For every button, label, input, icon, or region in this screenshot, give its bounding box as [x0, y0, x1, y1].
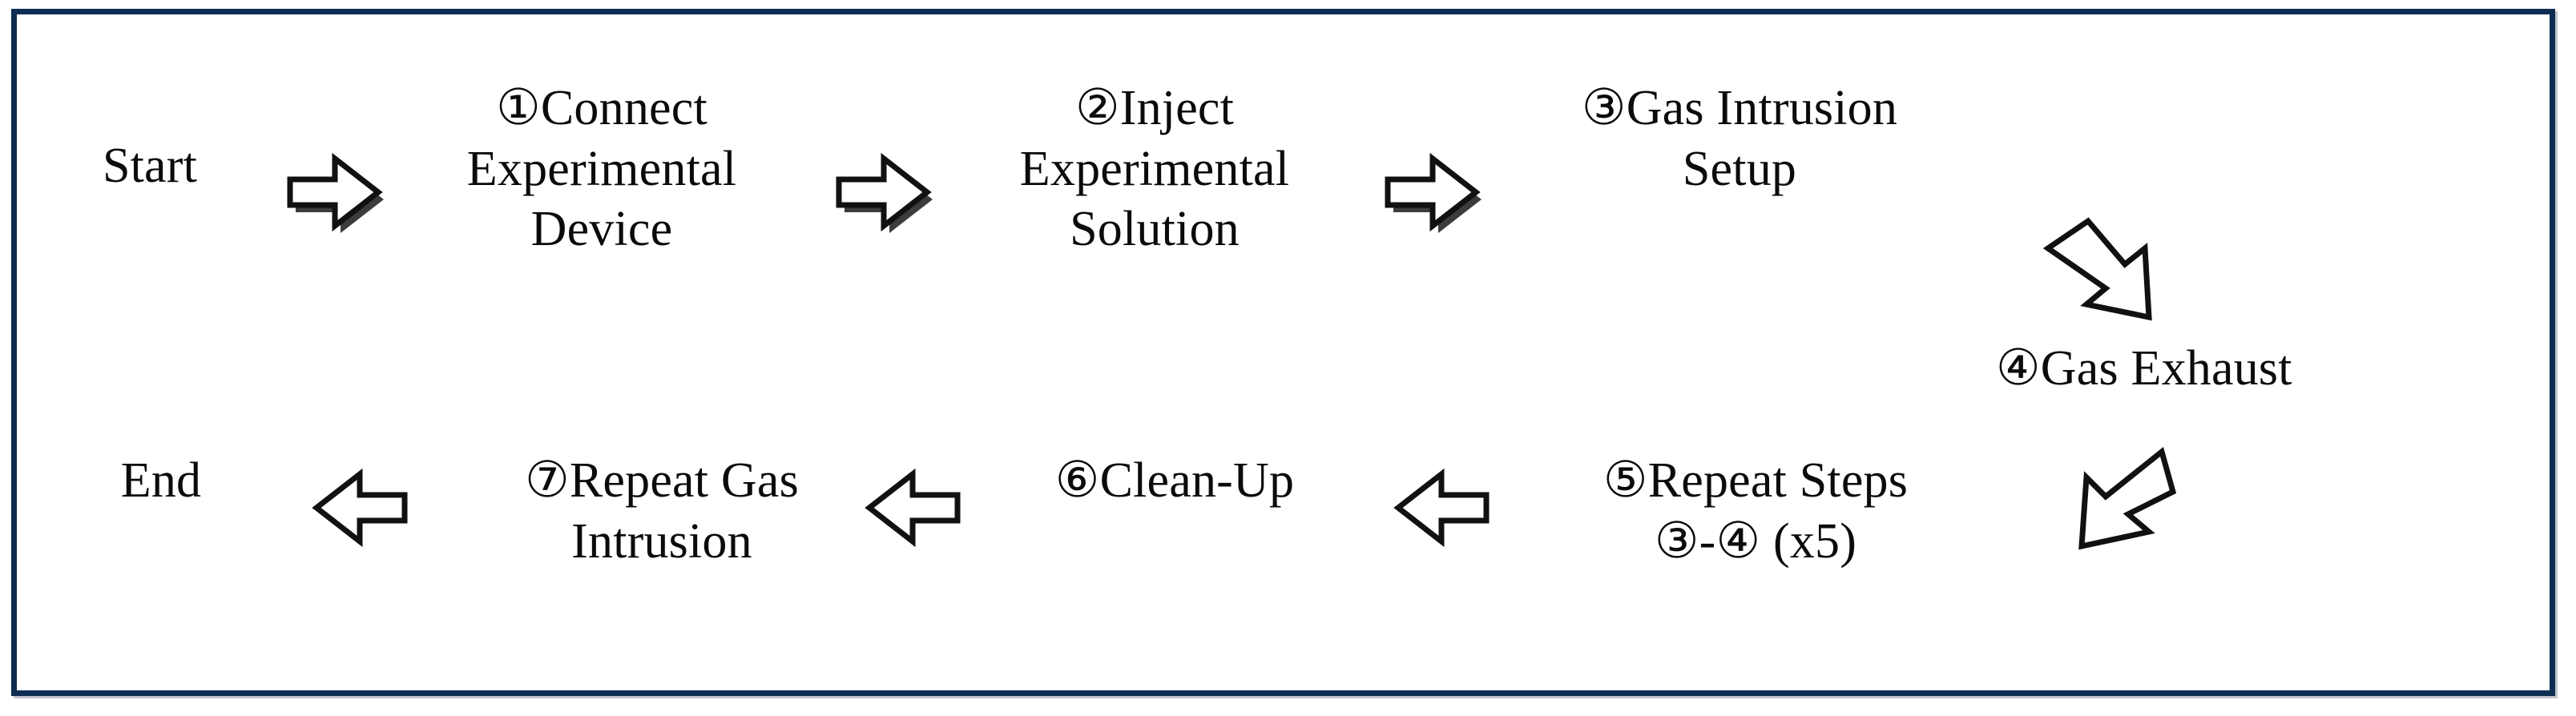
arrow-down-left-icon-step4-to-step5: [2056, 439, 2200, 559]
node-step3: ③Gas Intrusion Setup: [1581, 81, 1898, 196]
arrow-right-icon-start-to-step1: [285, 147, 384, 237]
node-step1: ①Connect Experimental Device: [466, 81, 737, 257]
figure-border: Start ①Connect Experimental Device ②Inje…: [11, 9, 2555, 696]
arrow-left-icon-step7-to-end: [312, 463, 409, 553]
arrow-left-icon-step6-to-step7: [865, 463, 962, 553]
arrow-right-icon-step2-to-step3: [1383, 147, 1482, 237]
node-step5: ⑤Repeat Steps ③-④ (x5): [1602, 453, 1909, 569]
arrow-right-icon-step1-to-step2: [834, 147, 933, 237]
node-end: End: [120, 453, 202, 508]
node-step6: ⑥Clean-Up: [1054, 453, 1295, 508]
arrow-down-right-icon-step3-to-step4: [2032, 215, 2176, 335]
node-step2: ②Inject Experimental Solution: [1019, 81, 1290, 257]
arrow-left-icon-step5-to-step6: [1393, 463, 1491, 553]
node-start: Start: [102, 139, 198, 193]
node-step4: ④Gas Exhaust: [1996, 341, 2292, 396]
node-step7: ⑦Repeat Gas Intrusion: [525, 453, 799, 569]
